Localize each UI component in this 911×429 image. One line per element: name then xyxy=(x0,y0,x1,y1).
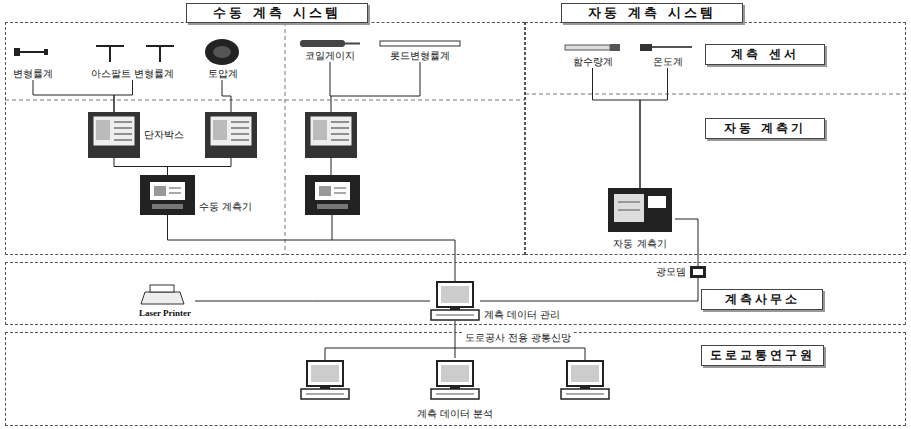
logger-screen xyxy=(648,196,666,208)
node-label: 온도계 xyxy=(653,56,683,68)
connector-line xyxy=(114,80,133,112)
node-label: 토압계 xyxy=(208,68,238,80)
optical-modem: 광모뎀 xyxy=(690,266,706,278)
computer-icon xyxy=(561,361,609,399)
computer-icon xyxy=(431,282,479,320)
node-label: 광모뎀 xyxy=(656,266,686,278)
node-label: 아스팔트 변형률계 xyxy=(91,68,174,80)
gauge-stem xyxy=(109,46,111,62)
node-label: 계측 센서 xyxy=(714,47,816,62)
sensor: 변형률계 xyxy=(8,40,58,80)
node-label: 함수량계 xyxy=(573,56,613,68)
sensor: 토압계 xyxy=(195,36,250,80)
connector-line xyxy=(114,158,168,175)
terminal-box-icon xyxy=(88,112,140,158)
wires xyxy=(167,62,585,360)
gauge-end xyxy=(14,48,20,56)
sensor: 온도계 xyxy=(635,40,700,68)
connector-line xyxy=(675,219,698,266)
logger-line xyxy=(618,202,640,203)
sensor: 함수량계 xyxy=(560,40,625,68)
thermometer-head xyxy=(640,44,652,51)
node-label: 계측 데이터 분석 xyxy=(417,408,493,420)
site-band: 도로교통연구원계측 데이터 분석 xyxy=(5,332,906,426)
manual-logger: 수동 계측기 xyxy=(140,175,195,215)
layer-divider xyxy=(525,94,906,95)
terminal-box: 단자박스 xyxy=(88,112,140,158)
computer-icon xyxy=(301,361,349,399)
computer-icon xyxy=(431,361,479,399)
group-divider xyxy=(285,22,286,255)
printer-tray xyxy=(150,285,174,292)
asphalt-gauge-icon xyxy=(96,46,174,62)
pressure-cell-icon xyxy=(205,39,239,65)
node-label: 수동 계측기 xyxy=(199,201,252,213)
node-label: 코일게이지 xyxy=(305,50,355,62)
wire xyxy=(330,62,331,112)
node-label: 롯드변형률계 xyxy=(390,50,450,62)
terminal-box-icon xyxy=(305,112,357,158)
connector-line xyxy=(593,68,641,188)
node-label: 계측 데이터 관리 xyxy=(484,309,560,321)
connector-line xyxy=(480,278,698,301)
auto-logger-icon xyxy=(608,188,672,232)
rod-gauge-icon xyxy=(380,41,460,46)
sensor: 코일게이지 xyxy=(298,36,362,62)
node-label: 도로교통연구원 xyxy=(701,345,824,366)
connector-line xyxy=(455,321,456,358)
node-label: 수동 계측 시스템 xyxy=(186,3,368,23)
wire xyxy=(331,158,332,175)
modem-face xyxy=(693,269,703,275)
analysis-pc: 계측 데이터 분석 xyxy=(415,358,496,420)
printer-icon xyxy=(141,285,184,304)
wire xyxy=(167,158,231,167)
manual-logger-icon xyxy=(140,175,195,215)
layer-tag: 자동 계측기 xyxy=(705,118,825,139)
gauge-body xyxy=(18,51,46,53)
wire xyxy=(332,215,333,240)
auto-logger: 자동 계측기 xyxy=(605,188,675,250)
logger-panel xyxy=(614,194,644,222)
management-pc: 계측 데이터 관리 xyxy=(430,281,480,321)
node-label: 자동 계측기 xyxy=(613,238,666,250)
node-label: Laser Printer xyxy=(139,307,191,319)
pressure-cell-center xyxy=(213,46,231,58)
strain-gauge-icon xyxy=(14,48,48,56)
sensor: 롯드변형률계 xyxy=(375,36,465,62)
layer-divider xyxy=(5,100,525,101)
layer-tag: 계측 센서 xyxy=(705,44,825,65)
terminal-box-icon xyxy=(205,112,257,158)
connector-line xyxy=(33,80,114,112)
coil-gauge-lead xyxy=(345,43,360,45)
gauge-stem xyxy=(159,46,161,62)
node-label: 자동 계측 시스템 xyxy=(561,3,743,23)
system-region: 자동 계측 시스템계측 센서자동 계측기함수량계온도계자동 계측기 xyxy=(525,22,906,255)
connector-label: 도로공사 전용 광통신망 xyxy=(463,332,573,344)
gauge-end xyxy=(44,49,48,55)
connector-line xyxy=(168,215,456,281)
wire xyxy=(331,62,420,96)
moisture-sensor-cap xyxy=(610,44,620,51)
wire xyxy=(222,80,231,112)
printer-body xyxy=(141,292,184,304)
site-band: 계측사무소 광모뎀계측 데이터 관리 Laser Printer xyxy=(5,262,906,325)
manual-logger-icon xyxy=(305,175,360,215)
node-label: 변형률계 xyxy=(13,68,53,80)
coil-gauge-icon xyxy=(300,40,345,47)
sensor: 아스팔트 변형률계 xyxy=(85,38,180,80)
logger-line xyxy=(618,210,640,211)
node-label: 자동 계측기 xyxy=(714,121,816,136)
moisture-sensor-icon xyxy=(565,45,610,50)
printer: Laser Printer xyxy=(135,283,195,319)
logger-case xyxy=(608,188,672,232)
node-label: 계측사무소 xyxy=(701,289,823,310)
node-label: 단자박스 xyxy=(144,129,184,141)
thermometer-icon xyxy=(648,46,692,48)
connector-line xyxy=(195,301,430,302)
system-region: 수동 계측 시스템변형률계아스팔트 변형률계토압계코일게이지롯드변형률계단자박스… xyxy=(5,22,525,255)
modem-icon xyxy=(690,266,706,278)
connector-line xyxy=(640,68,668,188)
